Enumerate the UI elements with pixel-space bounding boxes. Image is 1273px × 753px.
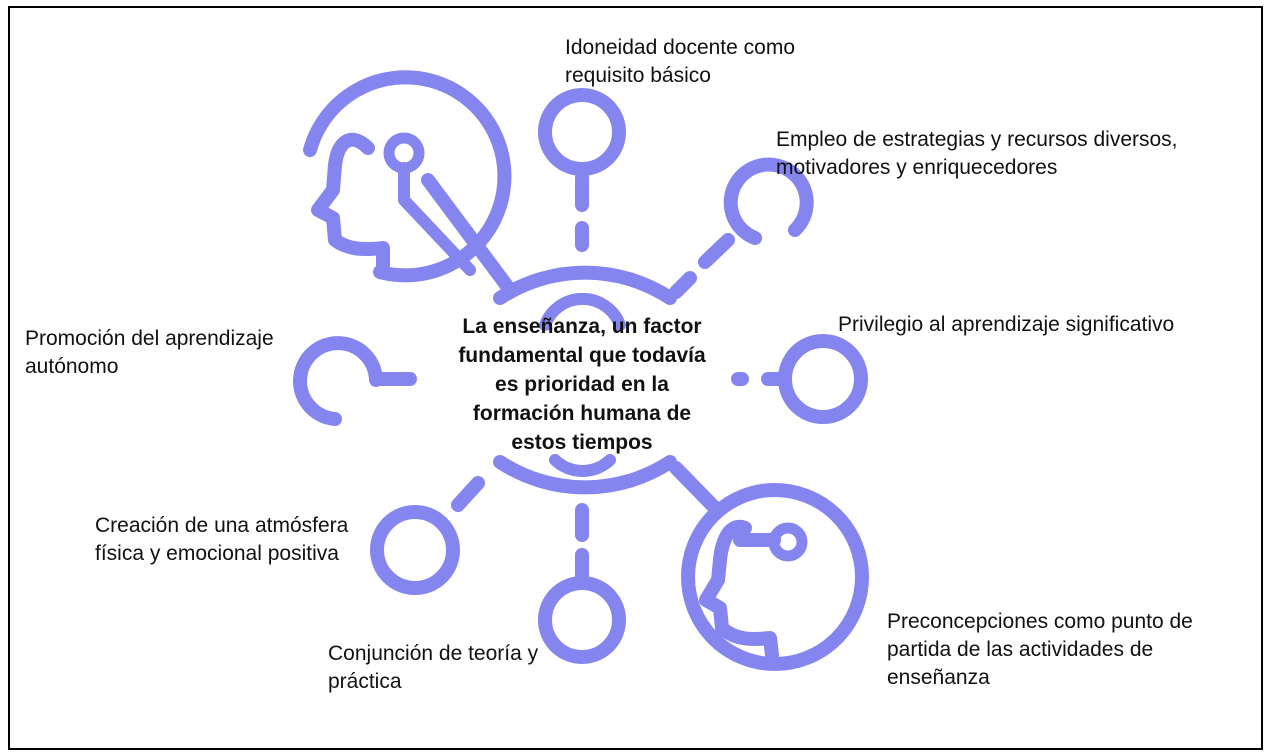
label-preconcepciones: Preconcepciones como punto de partida de…	[887, 610, 1193, 689]
node-right	[778, 334, 868, 424]
label-idoneidad-docente: Idoneidad docente como requisito básico	[565, 36, 796, 87]
central-hub-ring	[493, 265, 677, 495]
node-circles	[293, 88, 868, 664]
label-empleo-estrategias: Empleo de estrategias y recursos diverso…	[776, 128, 1178, 179]
spoke-upper-right-outer	[698, 233, 735, 269]
head-profile-icon	[303, 70, 512, 283]
label-creacion-atmosfera: Creación de una atmósfera física y emoci…	[95, 514, 349, 565]
node-top	[538, 88, 626, 176]
node-bottom	[538, 576, 626, 664]
node-left	[293, 336, 383, 426]
node-upper-right	[723, 157, 814, 245]
label-conjuncion-teoria: Conjunción de teoría y práctica	[328, 642, 539, 693]
label-promocion-aprendizaje: Promoción del aprendizaje autónomo	[25, 327, 274, 378]
diagram-frame	[8, 6, 1263, 750]
spoke-bottom-left	[451, 476, 485, 512]
node-bottom-left	[370, 505, 460, 595]
central-concept: La enseñanza, un factor fundamental que …	[458, 315, 706, 454]
spoke-bottom-right	[669, 461, 722, 515]
label-privilegio-aprendizaje: Privilegio al aprendizaje significativo	[838, 313, 1175, 336]
spoke-upper-right-inner	[669, 271, 697, 299]
head-profile-icon	[681, 483, 869, 671]
spoke-top-left	[421, 173, 517, 297]
